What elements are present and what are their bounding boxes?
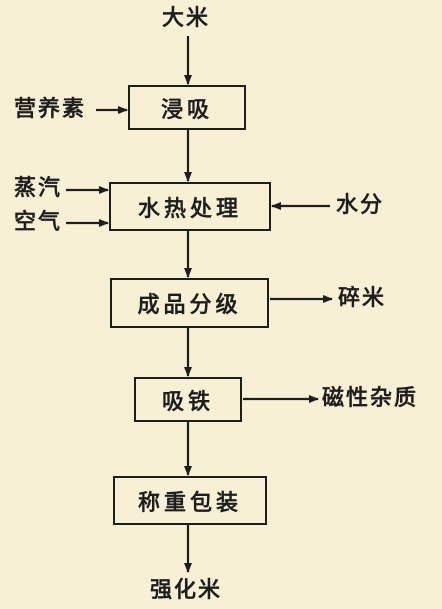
side-input-nutrients-label: 营养素 [14,97,87,122]
input-label: 大米 [162,6,211,31]
step-iron-removal-label: 吸铁 [161,389,214,415]
side-output-broken-rice-label: 碎米 [338,286,387,311]
step-packing-label: 称重包装 [137,490,242,516]
step-soak-label: 浸吸 [160,97,213,123]
step-iron-removal-box: 吸铁 [134,377,242,422]
output-label: 强化米 [150,578,223,603]
step-grading-label: 成品分级 [137,293,242,318]
step-grading-box: 成品分级 [110,278,269,328]
step-soak-box: 浸吸 [128,85,246,130]
step-packing-box: 称重包装 [113,476,267,525]
step-hydrothermal-box: 水热处理 [109,182,271,231]
side-input-steam-label: 蒸汽 [14,176,63,201]
side-output-magnetic-label: 磁性杂质 [322,386,419,411]
step-hydrothermal-label: 水热处理 [137,196,242,222]
side-input-air-label: 空气 [14,210,63,235]
side-input-moisture-label: 水分 [336,193,385,218]
